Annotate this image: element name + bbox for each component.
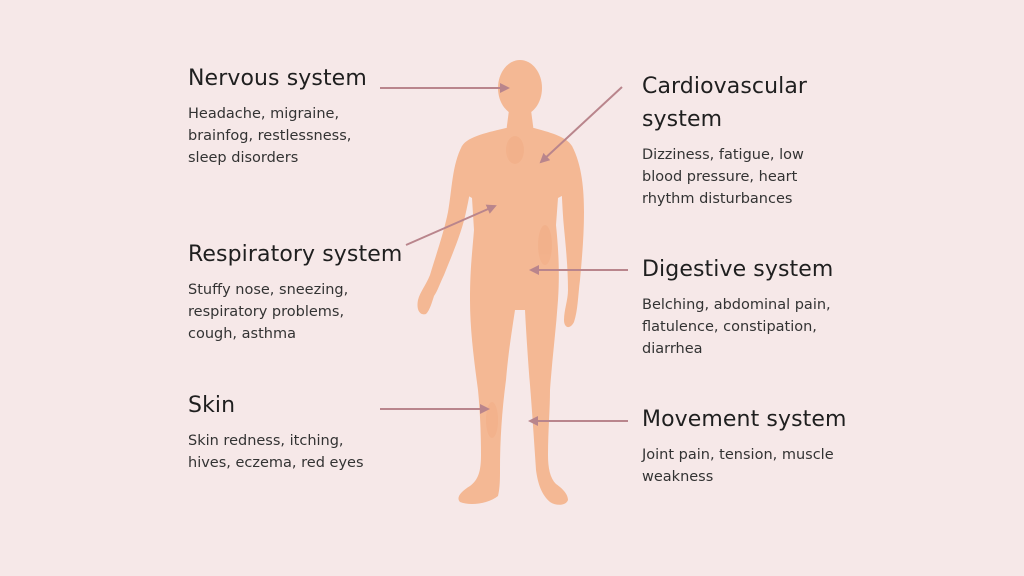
silhouette-shading [486, 136, 552, 438]
symptom-line: sleep disorders [188, 150, 299, 166]
movement-system-title: Movement system [642, 407, 847, 432]
symptom-line: hives, eczema, red eyes [188, 455, 364, 471]
symptom-line: Dizziness, fatigue, low [642, 147, 804, 163]
nervous-system-block: Nervous system Headache, migraine, brain… [188, 62, 367, 169]
symptom-line: rhythm disturbances [642, 191, 793, 207]
silhouette-head [498, 60, 542, 116]
nervous-system-symptoms: Headache, migraine, brainfog, restlessne… [188, 103, 367, 169]
symptom-line: cough, asthma [188, 326, 296, 342]
cardiovascular-system-block: Cardiovascular system Dizziness, fatigue… [642, 70, 832, 210]
movement-system-symptoms: Joint pain, tension, muscle weakness [642, 444, 847, 488]
symptom-line: flatulence, constipation, [642, 319, 817, 335]
digestive-system-title: Digestive system [642, 257, 834, 282]
silhouette-neck [506, 110, 534, 133]
nervous-system-title: Nervous system [188, 66, 367, 91]
arrow-cardiovascular [539, 86, 623, 164]
symptom-line: Stuffy nose, sneezing, [188, 282, 349, 298]
digestive-system-block: Digestive system Belching, abdominal pai… [642, 253, 833, 360]
symptom-line: respiratory problems, [188, 304, 345, 320]
symptom-line: Joint pain, tension, muscle [642, 447, 834, 463]
digestive-system-symptoms: Belching, abdominal pain, flatulence, co… [642, 294, 833, 360]
symptom-line: weakness [642, 469, 714, 485]
human-silhouette [417, 60, 584, 505]
respiratory-system-block: Respiratory system Stuffy nose, sneezing… [188, 238, 402, 345]
cardiovascular-system-title: Cardiovascular system [642, 74, 808, 132]
respiratory-system-title: Respiratory system [188, 242, 403, 267]
symptom-line: diarrhea [642, 341, 703, 357]
respiratory-system-symptoms: Stuffy nose, sneezing, respiratory probl… [188, 279, 402, 345]
silhouette-right-arm [560, 146, 584, 328]
symptom-line: Belching, abdominal pain, [642, 297, 831, 313]
symptom-line: Skin redness, itching, [188, 433, 344, 449]
symptom-line: blood pressure, heart [642, 169, 798, 185]
arrow-respiratory [405, 204, 497, 246]
skin-title: Skin [188, 393, 236, 418]
skin-symptoms: Skin redness, itching, hives, eczema, re… [188, 430, 364, 474]
movement-system-block: Movement system Joint pain, tension, mus… [642, 403, 847, 488]
silhouette-left-arm [417, 146, 474, 315]
silhouette-torso-legs [458, 128, 574, 505]
cardiovascular-system-symptoms: Dizziness, fatigue, low blood pressure, … [642, 144, 832, 210]
symptom-line: brainfog, restlessness, [188, 128, 352, 144]
skin-block: Skin Skin redness, itching, hives, eczem… [188, 389, 364, 474]
symptom-line: Headache, migraine, [188, 106, 340, 122]
